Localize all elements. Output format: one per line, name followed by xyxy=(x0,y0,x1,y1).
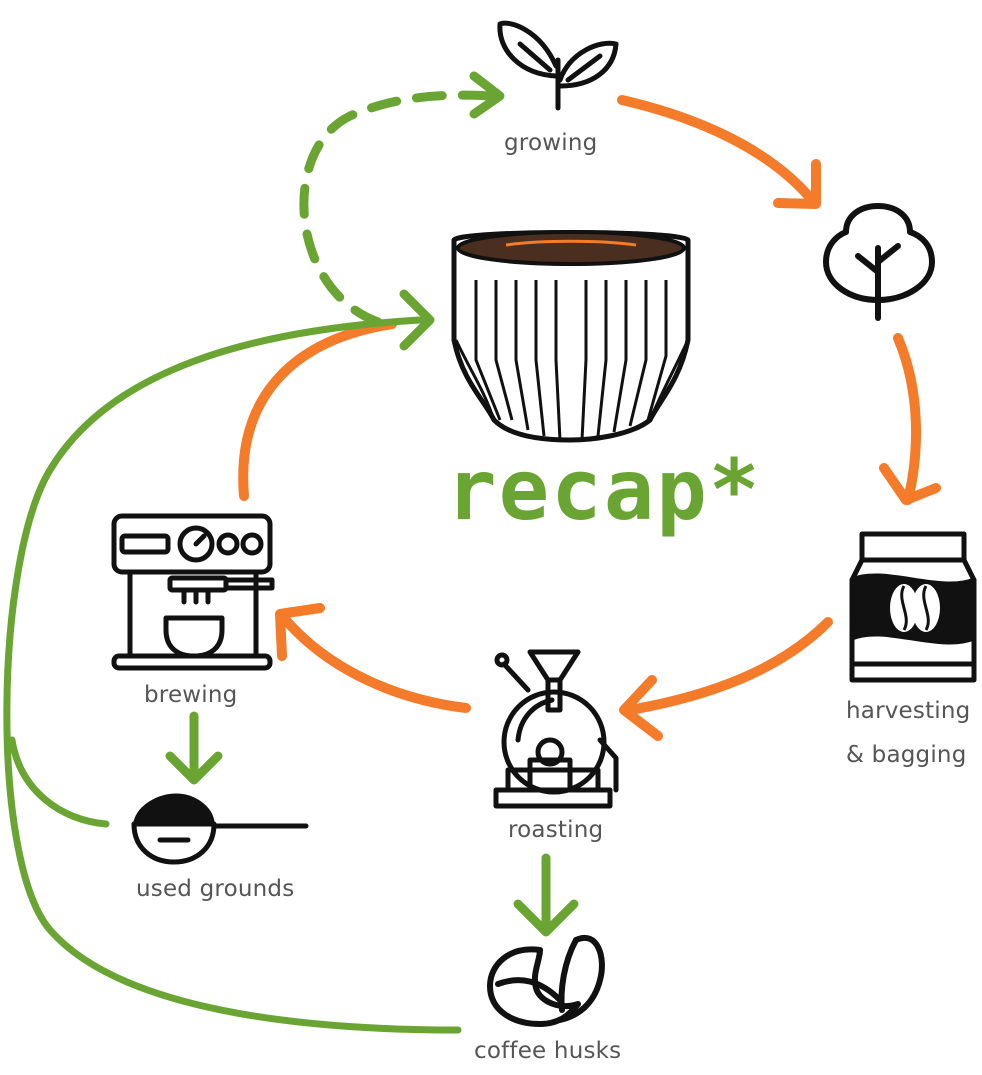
arrowhead-tree-to-harvesting xyxy=(879,463,941,505)
arrowhead-roasting-to-husks xyxy=(513,899,579,937)
arrow-tree-to-harvesting xyxy=(893,333,921,505)
used-grounds-label: used grounds xyxy=(136,876,295,902)
brand-logo-text: recap* xyxy=(446,441,762,539)
harvesting-label: harvesting xyxy=(846,698,971,724)
brewing-label: brewing xyxy=(144,682,238,708)
arrow-roasting-to-brewing xyxy=(279,613,471,713)
growing-label: growing xyxy=(504,130,598,156)
tree-icon xyxy=(823,203,935,321)
roasting-label: roasting xyxy=(508,817,604,843)
arrowhead-loop-to-cup xyxy=(399,289,435,351)
recap-cup-icon xyxy=(451,230,691,443)
coffee-husks-label: coffee husks xyxy=(474,1038,622,1064)
arrow-brewing-to-cup xyxy=(238,319,397,501)
arrowhead-growing-to-tree xyxy=(773,159,821,209)
bagging-label: & bagging xyxy=(846,742,967,768)
husk-icon xyxy=(487,935,605,1027)
coffee-bag-icon xyxy=(849,531,977,683)
arrowhead-harvesting-to-roasting xyxy=(619,675,663,741)
arrow-harvesting-to-roasting xyxy=(625,617,833,715)
arrowhead-roasting-to-brewing xyxy=(275,603,325,661)
arrow-grounds-to-loop xyxy=(8,736,110,828)
espresso-machine-icon xyxy=(111,513,275,671)
arrow-growing-to-tree xyxy=(617,95,817,205)
scoop-icon xyxy=(131,793,309,865)
arrow-husks-to-cup xyxy=(3,316,462,1034)
arrow-cup-to-growing-dashed xyxy=(299,90,499,327)
sprout-icon xyxy=(497,20,619,111)
arrowhead-brewing-to-grounds xyxy=(165,751,223,785)
roaster-icon xyxy=(493,649,619,809)
arrowhead-cup-to-growing xyxy=(469,71,505,119)
